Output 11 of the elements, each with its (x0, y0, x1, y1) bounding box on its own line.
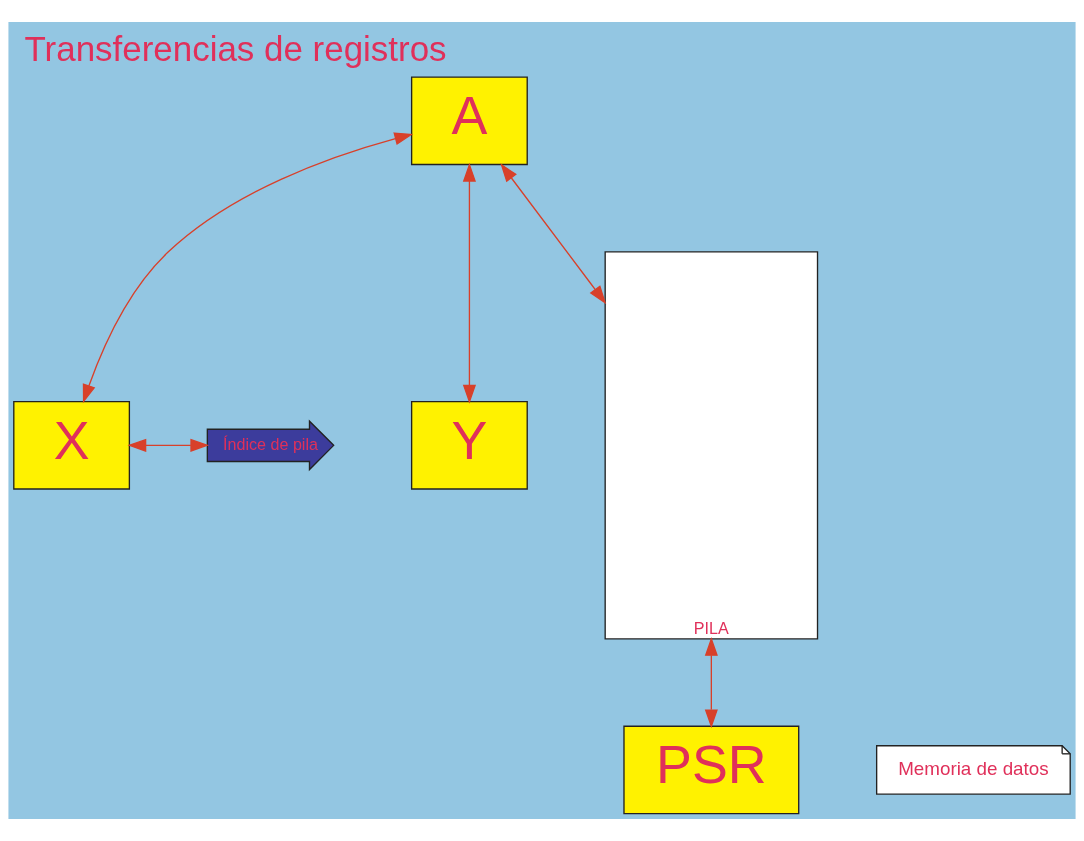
diagram-title: Transferencias de registros (24, 28, 447, 68)
arrow (500, 163, 607, 305)
arrow (82, 132, 414, 404)
arrow (704, 637, 718, 729)
arrow (127, 438, 210, 452)
node-box: Y (410, 401, 528, 490)
node-box: PSR (623, 725, 800, 815)
node-box: A (410, 76, 528, 166)
node-box: X (13, 401, 131, 490)
arrow (462, 162, 476, 404)
node-box: PILA (604, 251, 819, 640)
